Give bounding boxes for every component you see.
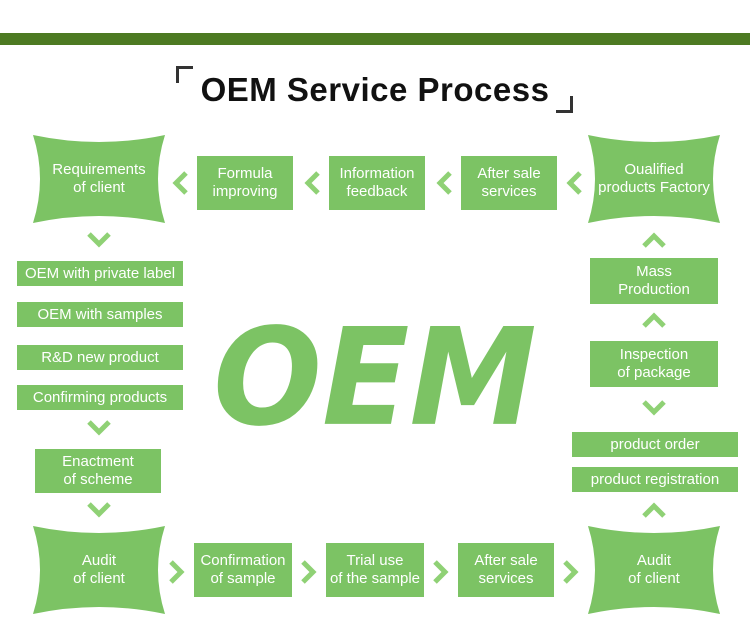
chevron-down-icon	[87, 502, 111, 518]
title-block: OEM Service Process	[0, 62, 750, 118]
chevron-up-icon	[642, 312, 666, 328]
node-label-line: Mass	[636, 263, 672, 280]
chevron-right-icon	[563, 560, 579, 584]
node-label-line: Information	[339, 165, 415, 182]
node-label-line: feedback	[346, 183, 408, 200]
page-title: OEM Service Process	[200, 71, 550, 108]
chevron-down-icon	[87, 232, 111, 248]
header-stripe	[0, 33, 750, 45]
node-label-line: Inspection	[619, 346, 689, 363]
node-label-line: of sample	[210, 570, 276, 587]
chevron-left-icon	[304, 171, 320, 195]
product-order-item: product order	[572, 432, 738, 457]
node-label-line: of the sample	[329, 570, 421, 587]
node-label-line: After sale	[474, 552, 538, 569]
chevron-left-icon	[172, 171, 188, 195]
oem-private-label-item: OEM with private label	[17, 261, 183, 286]
node-label-line: Production	[618, 281, 690, 298]
node-label-line: improving	[212, 183, 278, 200]
oem-center-text: OEM	[213, 300, 537, 430]
corner-bracket-icon	[556, 96, 573, 113]
node-label-line: Audit	[81, 552, 117, 569]
node-label-line: Oualified	[624, 161, 684, 178]
node-label-line: of scheme	[63, 471, 133, 488]
node-label-line: Enactment	[62, 453, 134, 470]
chevron-right-icon	[301, 560, 317, 584]
node-label-line: Audit	[636, 552, 672, 569]
node-label-line: After sale	[477, 165, 541, 182]
chevron-left-icon	[436, 171, 452, 195]
confirming-products-item: Confirming products	[17, 385, 183, 410]
node-label-line: of client	[73, 570, 125, 587]
node-label-line: of client	[628, 570, 680, 587]
chevron-right-icon	[169, 560, 185, 584]
oem-center-label: OEM	[213, 300, 537, 430]
node-label-line: Confirmation	[200, 552, 286, 569]
chevron-up-icon	[642, 232, 666, 248]
node-label-line: products Factory	[598, 179, 710, 196]
node-label-line: Trial use	[346, 552, 404, 569]
chevron-up-icon	[642, 502, 666, 518]
chevron-left-icon	[566, 171, 582, 195]
product-registration-item: product registration	[572, 467, 738, 492]
node-label-line: of package	[617, 364, 691, 381]
node-label-line: Formula	[217, 165, 273, 182]
node-label-line: services	[478, 570, 534, 587]
chevron-right-icon	[433, 560, 449, 584]
node-label-line: of client	[73, 179, 125, 196]
node-label-line: services	[481, 183, 537, 200]
corner-bracket-icon	[176, 66, 193, 83]
node-label-line: Requirements	[52, 161, 146, 178]
chevron-down-icon	[642, 400, 666, 416]
rd-new-product-item: R&D new product	[17, 345, 183, 370]
chevron-down-icon	[87, 420, 111, 436]
oem-samples-item: OEM with samples	[17, 302, 183, 327]
